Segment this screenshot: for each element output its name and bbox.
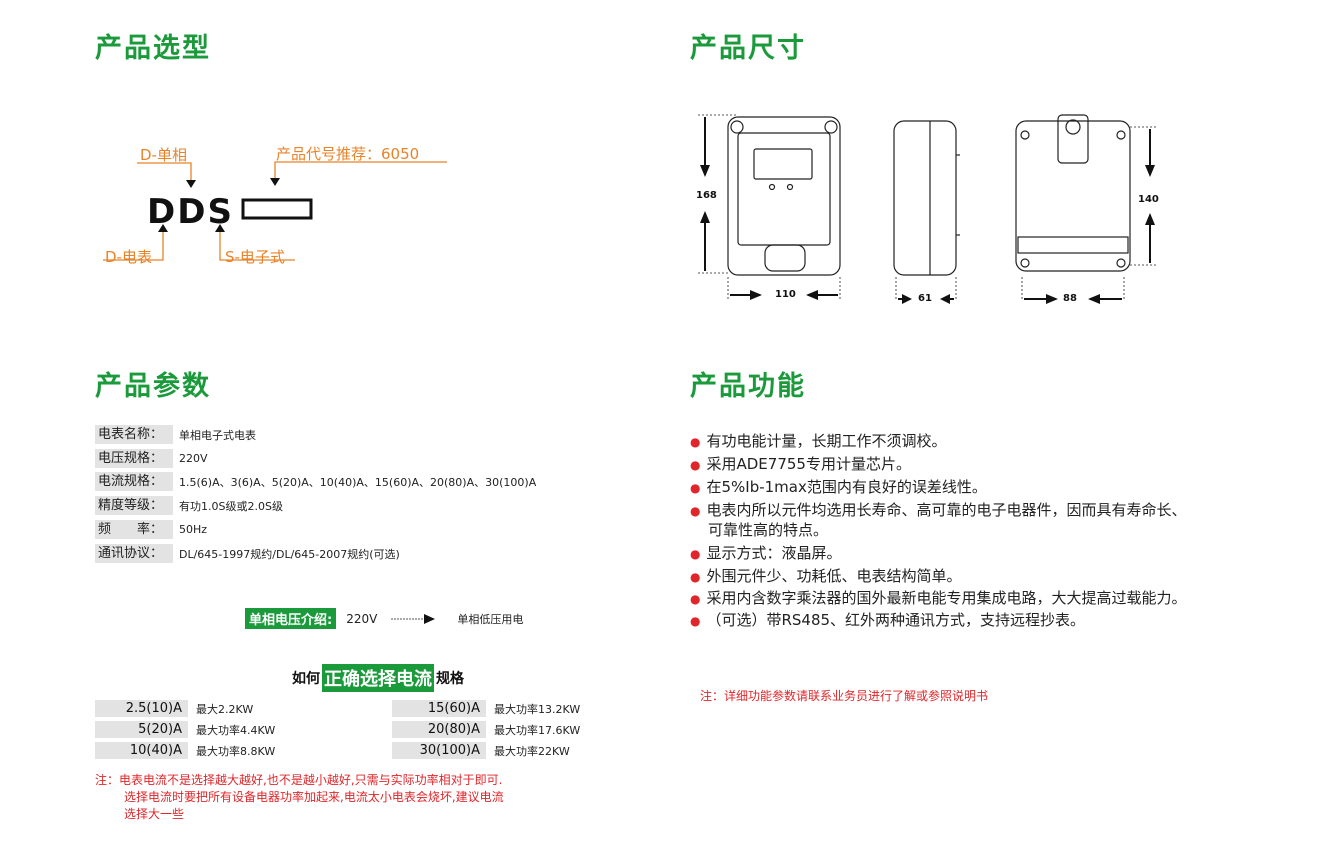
current-power: 最大功率17.6KW xyxy=(494,723,581,737)
param-key: 通讯协议： xyxy=(95,544,173,563)
bullet-icon: ● xyxy=(690,570,701,584)
param-row: 频 率： 50Hz xyxy=(95,520,207,539)
model-code-box xyxy=(241,198,313,220)
param-value: 220V xyxy=(179,452,208,465)
list-item: ●采用ADE7755专用计量芯片。 xyxy=(690,455,911,473)
current-rating: 5(20)A xyxy=(95,721,188,738)
list-item: ●在5%Ib-1max范围内有良好的误差线性。 xyxy=(690,478,987,496)
bullet-icon: ● xyxy=(690,504,701,518)
param-key: 电压规格： xyxy=(95,449,173,468)
bullet-icon: ● xyxy=(690,592,701,606)
param-value: 有功1.0S级或2.0S级 xyxy=(179,499,283,513)
voltage-intro: 单相电压介绍: 220V 单相低压用电 xyxy=(245,608,523,629)
list-item: ●显示方式：液晶屏。 xyxy=(690,544,842,562)
param-key: 频 率： xyxy=(95,520,173,539)
current-selection-title: 如何 正确选择电流 规格 xyxy=(292,664,464,692)
dim-width-front: 110 xyxy=(775,289,796,300)
current-power: 最大功率4.4KW xyxy=(196,723,276,737)
label-meter: D-电表 xyxy=(105,248,152,266)
current-row: 30(100)A 最大功率22KW xyxy=(392,742,570,759)
current-note-line: 选择大一些 xyxy=(124,807,185,821)
section-title-selection: 产品选型 xyxy=(95,33,211,64)
current-power: 最大功率22KW xyxy=(494,744,570,758)
bullet-icon: ● xyxy=(690,458,701,472)
voltage-intro-tag: 单相电压介绍: xyxy=(245,608,337,629)
list-item-continuation: 可靠性高的特点。 xyxy=(708,521,829,539)
section-title-functions: 产品功能 xyxy=(690,371,806,402)
list-item: ●电表内所以元件均选用长寿命、高可靠的电子电器件，因而具有寿命长、 xyxy=(690,501,1187,519)
current-note-line: 选择电流时要把所有设备电器功率加起来,电流太小电表会烧坏,建议电流 xyxy=(124,790,504,804)
list-item: ●有功电能计量，长期工作不须调校。 xyxy=(690,432,947,450)
current-note-line: 注：电表电流不是选择越大越好,也不是越小越好,只需与实际功率相对于即可. xyxy=(95,773,503,787)
param-key: 精度等级： xyxy=(95,496,173,515)
param-key: 电表名称： xyxy=(95,425,173,444)
current-row: 20(80)A 最大功率17.6KW xyxy=(392,721,580,738)
current-rating: 30(100)A xyxy=(392,742,486,759)
meter-outline-drawings xyxy=(698,114,1158,304)
dim-width-side: 61 xyxy=(918,293,932,304)
current-power: 最大功率8.8KW xyxy=(196,744,276,758)
param-value: DL/645-1997规约/DL/645-2007规约(可选) xyxy=(179,547,400,561)
model-code-lines xyxy=(103,161,447,261)
bullet-icon: ● xyxy=(690,435,701,449)
param-row: 电流规格： 1.5(6)A、3(6)A、5(20)A、10(40)A、15(60… xyxy=(95,472,536,491)
current-rating: 10(40)A xyxy=(95,742,188,759)
current-title-highlight: 正确选择电流 xyxy=(322,664,434,692)
list-item: ●采用内含数字乘法器的国外最新电能专用集成电路，大大提高过载能力。 xyxy=(690,589,1187,607)
label-electronic: S-电子式 xyxy=(225,248,285,266)
label-recommended-code: 产品代号推荐：6050 xyxy=(276,145,420,163)
current-rating: 2.5(10)A xyxy=(95,700,188,717)
param-row: 电表名称： 单相电子式电表 xyxy=(95,425,256,444)
voltage-usage: 单相低压用电 xyxy=(457,612,524,626)
current-row: 2.5(10)A 最大2.2KW xyxy=(95,700,253,717)
section-title-dimensions: 产品尺寸 xyxy=(690,33,806,64)
current-title-prefix: 如何 xyxy=(292,671,320,687)
current-rating: 20(80)A xyxy=(392,721,486,738)
param-row: 电压规格： 220V xyxy=(95,449,208,468)
arrow-right-icon xyxy=(391,613,436,624)
current-rating: 15(60)A xyxy=(392,700,486,717)
dim-height-back: 140 xyxy=(1138,194,1159,205)
model-code: DDS xyxy=(147,192,234,232)
param-value: 50Hz xyxy=(179,523,208,536)
param-row: 通讯协议： DL/645-1997规约/DL/645-2007规约(可选) xyxy=(95,544,400,563)
voltage-value: 220V xyxy=(346,611,378,626)
function-note: 注：详细功能参数请联系业务员进行了解或参照说明书 xyxy=(700,689,989,703)
param-value: 1.5(6)A、3(6)A、5(20)A、10(40)A、15(60)A、20(… xyxy=(179,475,537,489)
bullet-icon: ● xyxy=(690,547,701,561)
current-title-suffix: 规格 xyxy=(436,671,464,687)
bullet-icon: ● xyxy=(690,481,701,495)
list-item: ●外围元件少、功耗低、电表结构简单。 xyxy=(690,567,962,585)
current-row: 5(20)A 最大功率4.4KW xyxy=(95,721,275,738)
current-power: 最大2.2KW xyxy=(196,702,254,716)
section-title-parameters: 产品参数 xyxy=(95,371,211,402)
param-value: 单相电子式电表 xyxy=(179,428,256,442)
current-row: 10(40)A 最大功率8.8KW xyxy=(95,742,275,759)
current-row: 15(60)A 最大功率13.2KW xyxy=(392,700,580,717)
list-item: ●（可选）带RS485、红外两种通讯方式，支持远程抄表。 xyxy=(690,611,1086,629)
dim-width-back: 88 xyxy=(1063,293,1077,304)
current-power: 最大功率13.2KW xyxy=(494,702,581,716)
param-key: 电流规格： xyxy=(95,472,173,491)
label-single-phase: D-单相 xyxy=(140,146,187,164)
param-row: 精度等级： 有功1.0S级或2.0S级 xyxy=(95,496,283,515)
dim-height-front: 168 xyxy=(696,190,717,201)
bullet-icon: ● xyxy=(690,614,701,628)
